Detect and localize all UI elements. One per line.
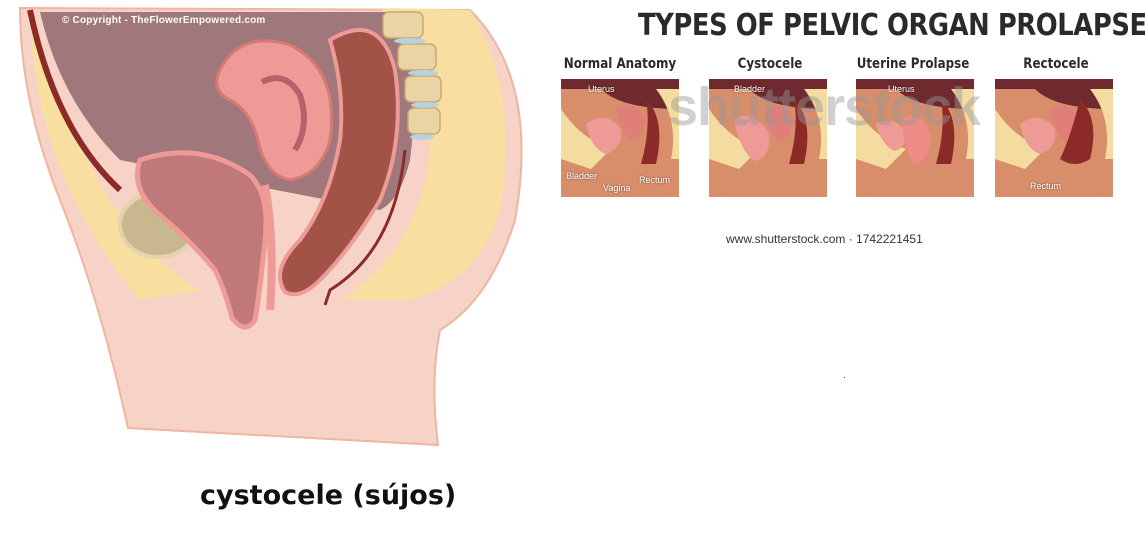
panel-title-cystocele: Cystocele bbox=[737, 56, 803, 72]
stray-mark: . bbox=[843, 370, 846, 381]
normal-anatomy-diagram bbox=[561, 79, 679, 197]
watermark: shutterstock bbox=[668, 77, 981, 137]
panel-title-uterine: Uterine Prolapse bbox=[856, 56, 970, 72]
uterine-cavity bbox=[260, 75, 307, 152]
bladder bbox=[135, 150, 269, 330]
rectum bbox=[278, 28, 400, 297]
illustration-caption: cystocele (sújos) bbox=[200, 480, 457, 511]
panel-normal-anatomy: Uterus Bladder Vagina Rectum bbox=[561, 79, 679, 197]
intervertebral-discs bbox=[394, 38, 439, 140]
label-rectum: Rectum bbox=[639, 175, 671, 185]
abdominal-wall bbox=[27, 9, 123, 193]
label-vagina: Vagina bbox=[603, 183, 631, 193]
label-bladder: Bladder bbox=[734, 84, 766, 94]
vagina bbox=[261, 184, 276, 311]
copyright-notice: © Copyright - TheFlowerEmpowered.com bbox=[62, 15, 266, 26]
uterine-prolapse-diagram bbox=[856, 79, 974, 197]
vessel bbox=[323, 149, 407, 306]
label-bladder: Bladder bbox=[566, 171, 598, 181]
panel-title-normal: Normal Anatomy bbox=[563, 56, 677, 72]
panel-uterine-prolapse: Uterus bbox=[856, 79, 974, 197]
infographic-title: TYPES OF PELVIC ORGAN PROLAPSE bbox=[638, 8, 1145, 43]
rectocele-diagram bbox=[995, 79, 1113, 197]
vertebrae bbox=[382, 11, 442, 135]
panel-title-rectocele: Rectocele bbox=[1023, 56, 1089, 72]
label-uterus: Uterus bbox=[888, 84, 915, 94]
source-credit: www.shutterstock.com · 1742221451 bbox=[726, 232, 923, 246]
sacrum-bone bbox=[340, 8, 506, 300]
uterus bbox=[215, 39, 334, 182]
panel-cystocele: Bladder bbox=[709, 79, 827, 197]
label-rectum: Rectum bbox=[1030, 181, 1062, 191]
panel-rectocele: Rectum bbox=[995, 79, 1113, 197]
cystocele-illustration bbox=[18, 6, 523, 447]
pubic-bone-area bbox=[30, 12, 200, 300]
label-uterus: Uterus bbox=[588, 84, 615, 94]
cystocele-diagram bbox=[709, 79, 827, 197]
